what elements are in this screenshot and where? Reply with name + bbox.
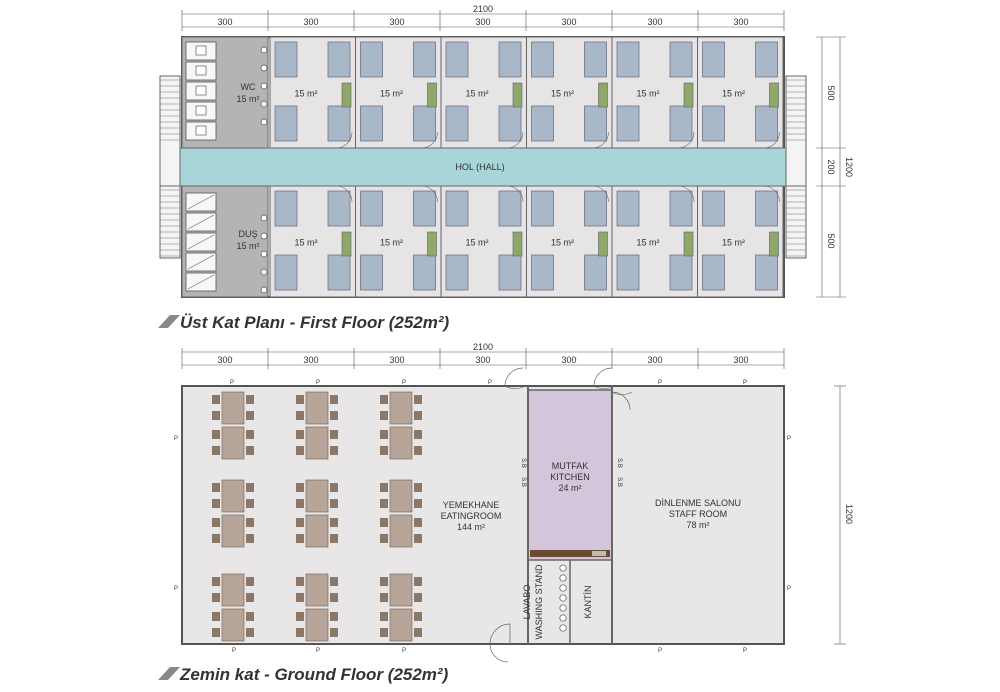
kitchen-area: 24 m² [558,483,581,493]
module-width-label: 300 [561,17,576,27]
left-staircase [159,75,181,259]
panel-label: P [230,380,234,386]
panel-label: P [743,648,747,654]
ground-floor-caption-marker [158,667,180,680]
module-width-label: 300 [647,355,662,365]
room-area-label: 15 m² [380,89,403,99]
module-width-label: 300 [303,355,318,365]
hall-label: HOL (HALL) [455,162,504,172]
panel-label: P [743,380,747,386]
staff-label-en: STAFF ROOM [669,509,727,519]
dimension-lines [181,10,846,645]
labels: 2100 300 300 300 300 300 300 300 500 200 500 1… [174,4,854,684]
panel-label: P [488,380,492,386]
ground-floor-caption: Zemin kat - Ground Floor (252m²) [179,665,449,684]
ff-side-dim-1: 500 [826,85,836,100]
gf-total-width: 2100 [473,342,493,352]
wash-sinks [559,564,567,632]
wc-area: 15 m² [236,94,259,104]
ff-total-width: 2100 [473,4,493,14]
panel-label: P [787,436,791,442]
module-width-label: 300 [733,355,748,365]
module-width-label: 300 [217,17,232,27]
kitchen-label: MUTFAK [552,461,589,471]
right-staircase [785,75,807,259]
panel-label: P [787,586,791,592]
sb-label-4: S.B [616,477,622,487]
eating-label-en: EATINGROOM [441,511,502,521]
staff-label: DİNLENME SALONU [655,498,741,508]
panel-label: P [174,436,178,442]
eating-area: 144 m² [457,522,485,532]
first-floor-caption-marker [158,315,180,328]
room-area-label: 15 m² [465,89,488,99]
module-width-label: 300 [733,17,748,27]
module-width-label: 300 [647,17,662,27]
shower-area: 15 m² [236,241,259,251]
panel-label: P [402,380,406,386]
room-area-label: 15 m² [551,238,574,248]
wc-label: WC [241,82,256,92]
room-area-label: 15 m² [294,89,317,99]
sb-label-1: S.B [520,458,526,468]
module-width-label: 300 [561,355,576,365]
ground-doors [489,367,633,663]
ff-total-depth: 1200 [844,157,854,177]
panel-label: P [658,648,662,654]
module-width-label: 300 [303,17,318,27]
ground-floor-outline [181,385,785,645]
dining-tables [212,391,422,642]
panel-label: P [174,586,178,592]
module-width-label: 300 [475,17,490,27]
kitchen-counter [530,550,610,557]
wc-cubicles [185,41,268,294]
sb-label-3: S.B [616,458,622,468]
kitchen-label-en: KITCHEN [550,472,590,482]
panel-label: P [402,648,406,654]
room-area-label: 15 m² [551,89,574,99]
kantin-label: KANTİN [583,585,593,618]
room-area-label: 15 m² [380,238,403,248]
room-area-label: 15 m² [722,89,745,99]
room-area-label: 15 m² [636,89,659,99]
staff-area: 78 m² [686,520,709,530]
kitchen-room [527,389,613,561]
panel-label: P [316,380,320,386]
module-width-label: 300 [475,355,490,365]
sb-label-2: S.B [520,477,526,487]
counter-sink [592,551,606,556]
bedrooms [269,36,784,298]
room-area-label: 15 m² [636,238,659,248]
ff-side-dim-2: 200 [826,159,836,174]
first-floor-caption: Üst Kat Planı - First Floor (252m²) [180,313,450,332]
room-area-label: 15 m² [465,238,488,248]
panel-label: P [316,648,320,654]
module-width-label: 300 [389,355,404,365]
room-area-label: 15 m² [294,238,317,248]
lavabo-label: LAVABO [522,585,532,620]
static-linework [159,10,846,663]
panel-label: P [232,648,236,654]
lavabo-label-en: WASHING STAND [534,564,544,640]
gf-total-depth: 1200 [844,504,854,524]
hall-corridor [159,147,807,187]
ff-side-dim-3: 500 [826,233,836,248]
module-width-label: 300 [389,17,404,27]
eating-label: YEMEKHANE [443,500,500,510]
panel-label: P [658,380,662,386]
module-width-label: 300 [217,355,232,365]
shower-label: DUŞ [238,229,257,239]
room-area-label: 15 m² [722,238,745,248]
